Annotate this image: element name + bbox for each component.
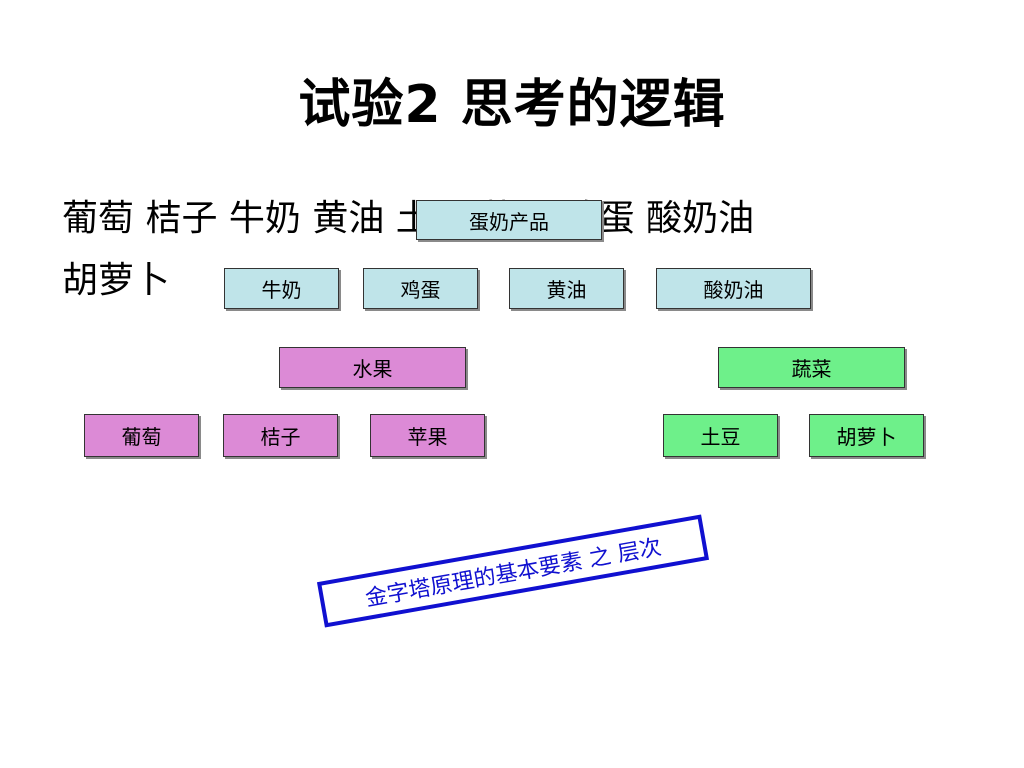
node-vegetable: 蔬菜 — [718, 347, 905, 388]
node-egg: 鸡蛋 — [363, 268, 478, 309]
link-fruit-grape — [141, 387, 373, 415]
link-veg-potato — [719, 387, 812, 415]
word-list-line-1: 葡萄 桔子 牛奶 黄油 土豆 苹果 鸡蛋 酸奶油 — [62, 198, 755, 239]
node-sour-cream: 酸奶油 — [656, 268, 811, 309]
node-apple: 苹果 — [370, 414, 485, 457]
word-list-line-2: 胡萝卜 — [62, 260, 171, 301]
node-butter: 黄油 — [509, 268, 624, 309]
link-fruit-orange — [280, 387, 373, 415]
node-carrot: 胡萝卜 — [809, 414, 924, 457]
node-fruit: 水果 — [279, 347, 466, 388]
node-orange: 桔子 — [223, 414, 338, 457]
node-milk: 牛奶 — [224, 268, 339, 309]
page-title: 试验2 思考的逻辑 — [298, 75, 726, 135]
node-dairy-products: 蛋奶产品 — [416, 200, 602, 240]
node-grape: 葡萄 — [84, 414, 199, 457]
link-dairy-sourcream — [508, 239, 734, 269]
link-veg-carrot — [810, 387, 867, 415]
link-fruit-apple — [371, 387, 429, 415]
link-dairy-egg — [419, 239, 510, 269]
link-dairy-milk — [281, 239, 510, 269]
word-list: 葡萄 桔子 牛奶 黄油 土豆 苹果 鸡蛋 酸奶油 胡萝卜 — [62, 188, 922, 312]
node-potato: 土豆 — [663, 414, 778, 457]
link-dairy-butter — [508, 239, 567, 269]
